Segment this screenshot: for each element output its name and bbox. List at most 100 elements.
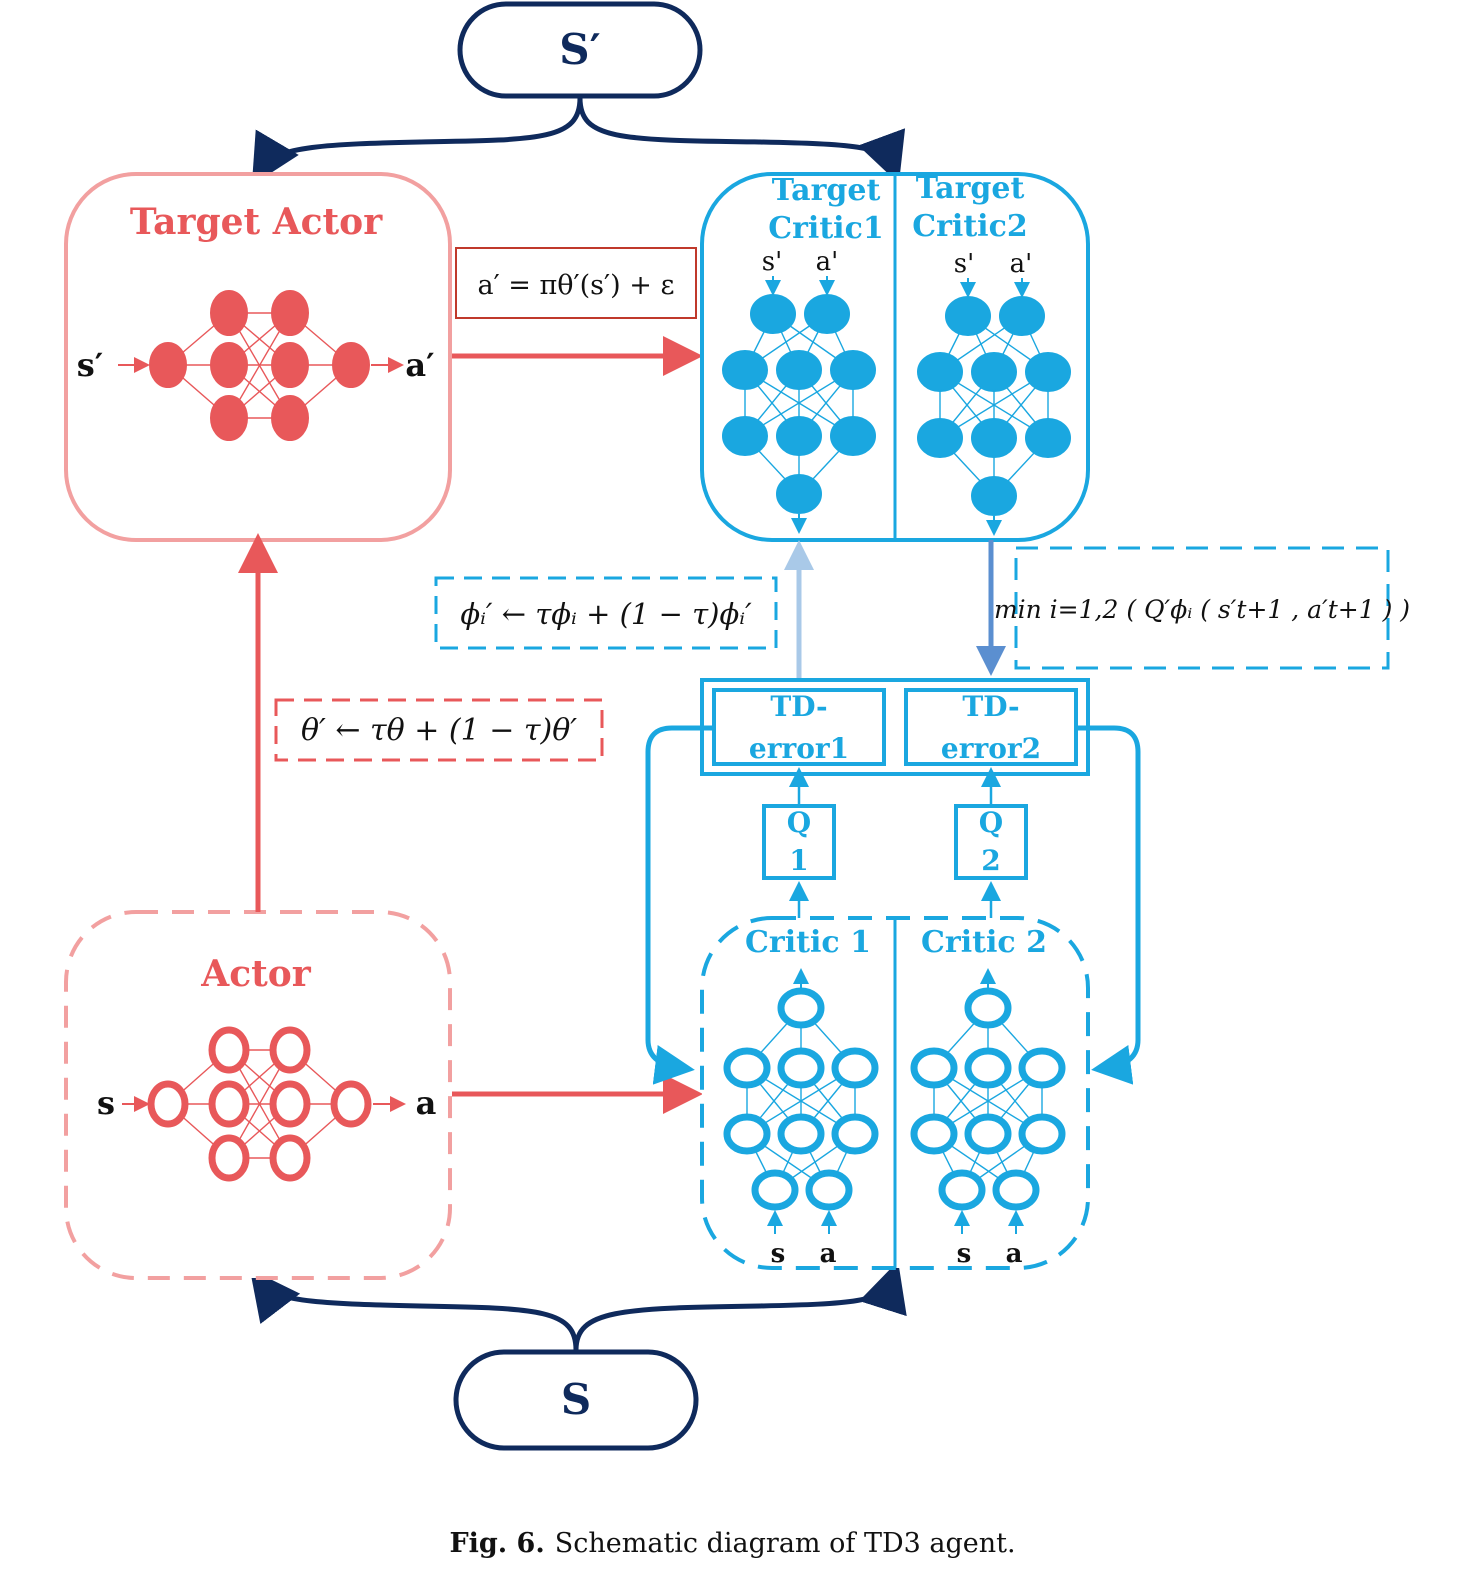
network-node [971,352,1017,392]
critics-box: Critic 1 Critic 2 s a s a [700,916,1090,1270]
actor-network [122,1026,406,1182]
network-node [917,352,963,392]
network-node [945,296,991,336]
caption-text: Schematic diagram of TD3 agent. [554,1528,1016,1559]
q2-box: Q 2 [954,804,1028,880]
network-node [208,1080,250,1128]
td-error2-line2: error2 [941,732,1041,765]
network-node [917,418,963,458]
network-node [831,1047,879,1089]
svg-text:min i=1,2 ( Q′ϕᵢ ( s′t+1 , a′t: min i=1,2 ( Q′ϕᵢ ( s′t+1 , a′t+1 ) ) [994,595,1410,624]
network-node [777,1113,825,1155]
network-node [805,1169,853,1211]
s-prime-label: S′ [559,25,600,74]
target-critic1-title-2: Critic1 [768,211,883,246]
caption-label: Fig. 6. [449,1528,545,1559]
target-critic2-title-2: Critic2 [912,209,1027,244]
network-node [910,1047,958,1089]
network-node [971,476,1017,516]
network-node [830,416,876,456]
network-node [776,350,822,390]
svg-text:1: 1 [789,844,808,877]
critic1-title: Critic 1 [745,925,871,960]
network-node [938,1169,986,1211]
target-actor-network [118,290,404,441]
network-node [964,1047,1012,1089]
network-node [210,290,248,336]
network-node [723,1113,771,1155]
network-node [149,342,187,388]
critic1-network [723,968,879,1234]
network-node [722,350,768,390]
target-critic2-input-a: a' [1010,249,1033,279]
svg-text:ϕᵢ′ ← τϕᵢ + (1 − τ)ϕᵢ′: ϕᵢ′ ← τϕᵢ + (1 − τ)ϕᵢ′ [460,597,752,631]
network-node [777,1047,825,1089]
network-node [1025,352,1071,392]
td-error-container: TD- error1 TD- error2 [700,678,1090,776]
target-critics-box: Target Critic1 Target Critic2 s' a' s' a… [700,171,1090,542]
actor-title: Actor [200,953,311,995]
network-node [751,1169,799,1211]
q-flow-arrows [789,767,1001,918]
network-node [830,350,876,390]
network-node [1018,1047,1066,1089]
critic1-input-a: a [820,1239,837,1269]
q1-box: Q 1 [762,804,836,880]
critic1-input-s: s [771,1239,786,1269]
svg-text:Q: Q [979,806,1003,839]
svg-text:θ′ ← τθ + (1 − τ)θ′: θ′ ← τθ + (1 − τ)θ′ [301,713,577,748]
network-node [271,395,309,441]
td-error2-line1: TD- [962,690,1019,723]
network-node [971,418,1017,458]
target-critic2-input-s: s' [954,249,975,279]
target-actor-box: Target Actor s′ a′ [64,172,452,542]
s-node: S [453,1349,699,1451]
network-node [804,294,850,334]
network-node [147,1080,189,1128]
network-node [269,1080,311,1128]
network-node [750,294,796,334]
s-branch-arrows [249,1260,907,1351]
target-critic1-network [722,276,876,534]
target-critic2-network [917,278,1071,536]
network-node [210,395,248,441]
network-node [208,1134,250,1182]
target-actor-title: Target Actor [130,201,383,243]
target-action-formula: a′ = πθ′(s′) + ε [455,247,697,319]
network-node [1025,418,1071,458]
s-label: S [561,1375,591,1424]
td-error1-line1: TD- [770,690,827,723]
actor-output-label: a [416,1084,437,1122]
network-node [964,1113,1012,1155]
target-actor-output-label: a′ [405,346,434,384]
min-target-formula: min i=1,2 ( Q′ϕᵢ ( s′t+1 , a′t+1 ) ) [994,546,1410,670]
critic2-input-a: a [1006,1239,1023,1269]
svg-text:a′ = πθ′(s′) + ε: a′ = πθ′(s′) + ε [478,270,675,301]
target-actor-input-label: s′ [77,346,103,384]
critic2-network [910,968,1066,1234]
network-node [1018,1113,1066,1155]
td3-diagram: S′ S Target Actor s′ a′ Actor s a θ′ ← τ… [64,1,1410,1451]
network-node [208,1026,250,1074]
s-prime-branch-arrows [251,97,906,186]
network-node [831,1113,879,1155]
actor-input-label: s [97,1084,115,1122]
network-node [269,1134,311,1182]
network-node [776,416,822,456]
critic2-input-s: s [957,1239,972,1269]
s-prime-node: S′ [457,1,703,99]
figure-caption: Fig. 6. Schematic diagram of TD3 agent. [0,1528,1465,1559]
actor-soft-update-formula: θ′ ← τθ + (1 − τ)θ′ [274,698,604,762]
network-node [723,1047,771,1089]
network-node [210,342,248,388]
network-node [271,342,309,388]
network-node [777,987,825,1029]
network-node [910,1113,958,1155]
td-error1-feedback-arrow [645,725,714,1085]
network-node [964,987,1012,1029]
svg-text:Q: Q [787,806,811,839]
network-node [722,416,768,456]
svg-text:2: 2 [981,844,1000,877]
target-critic2-title-1: Target [916,171,1025,206]
td-error2-feedback-arrow [1076,725,1141,1085]
